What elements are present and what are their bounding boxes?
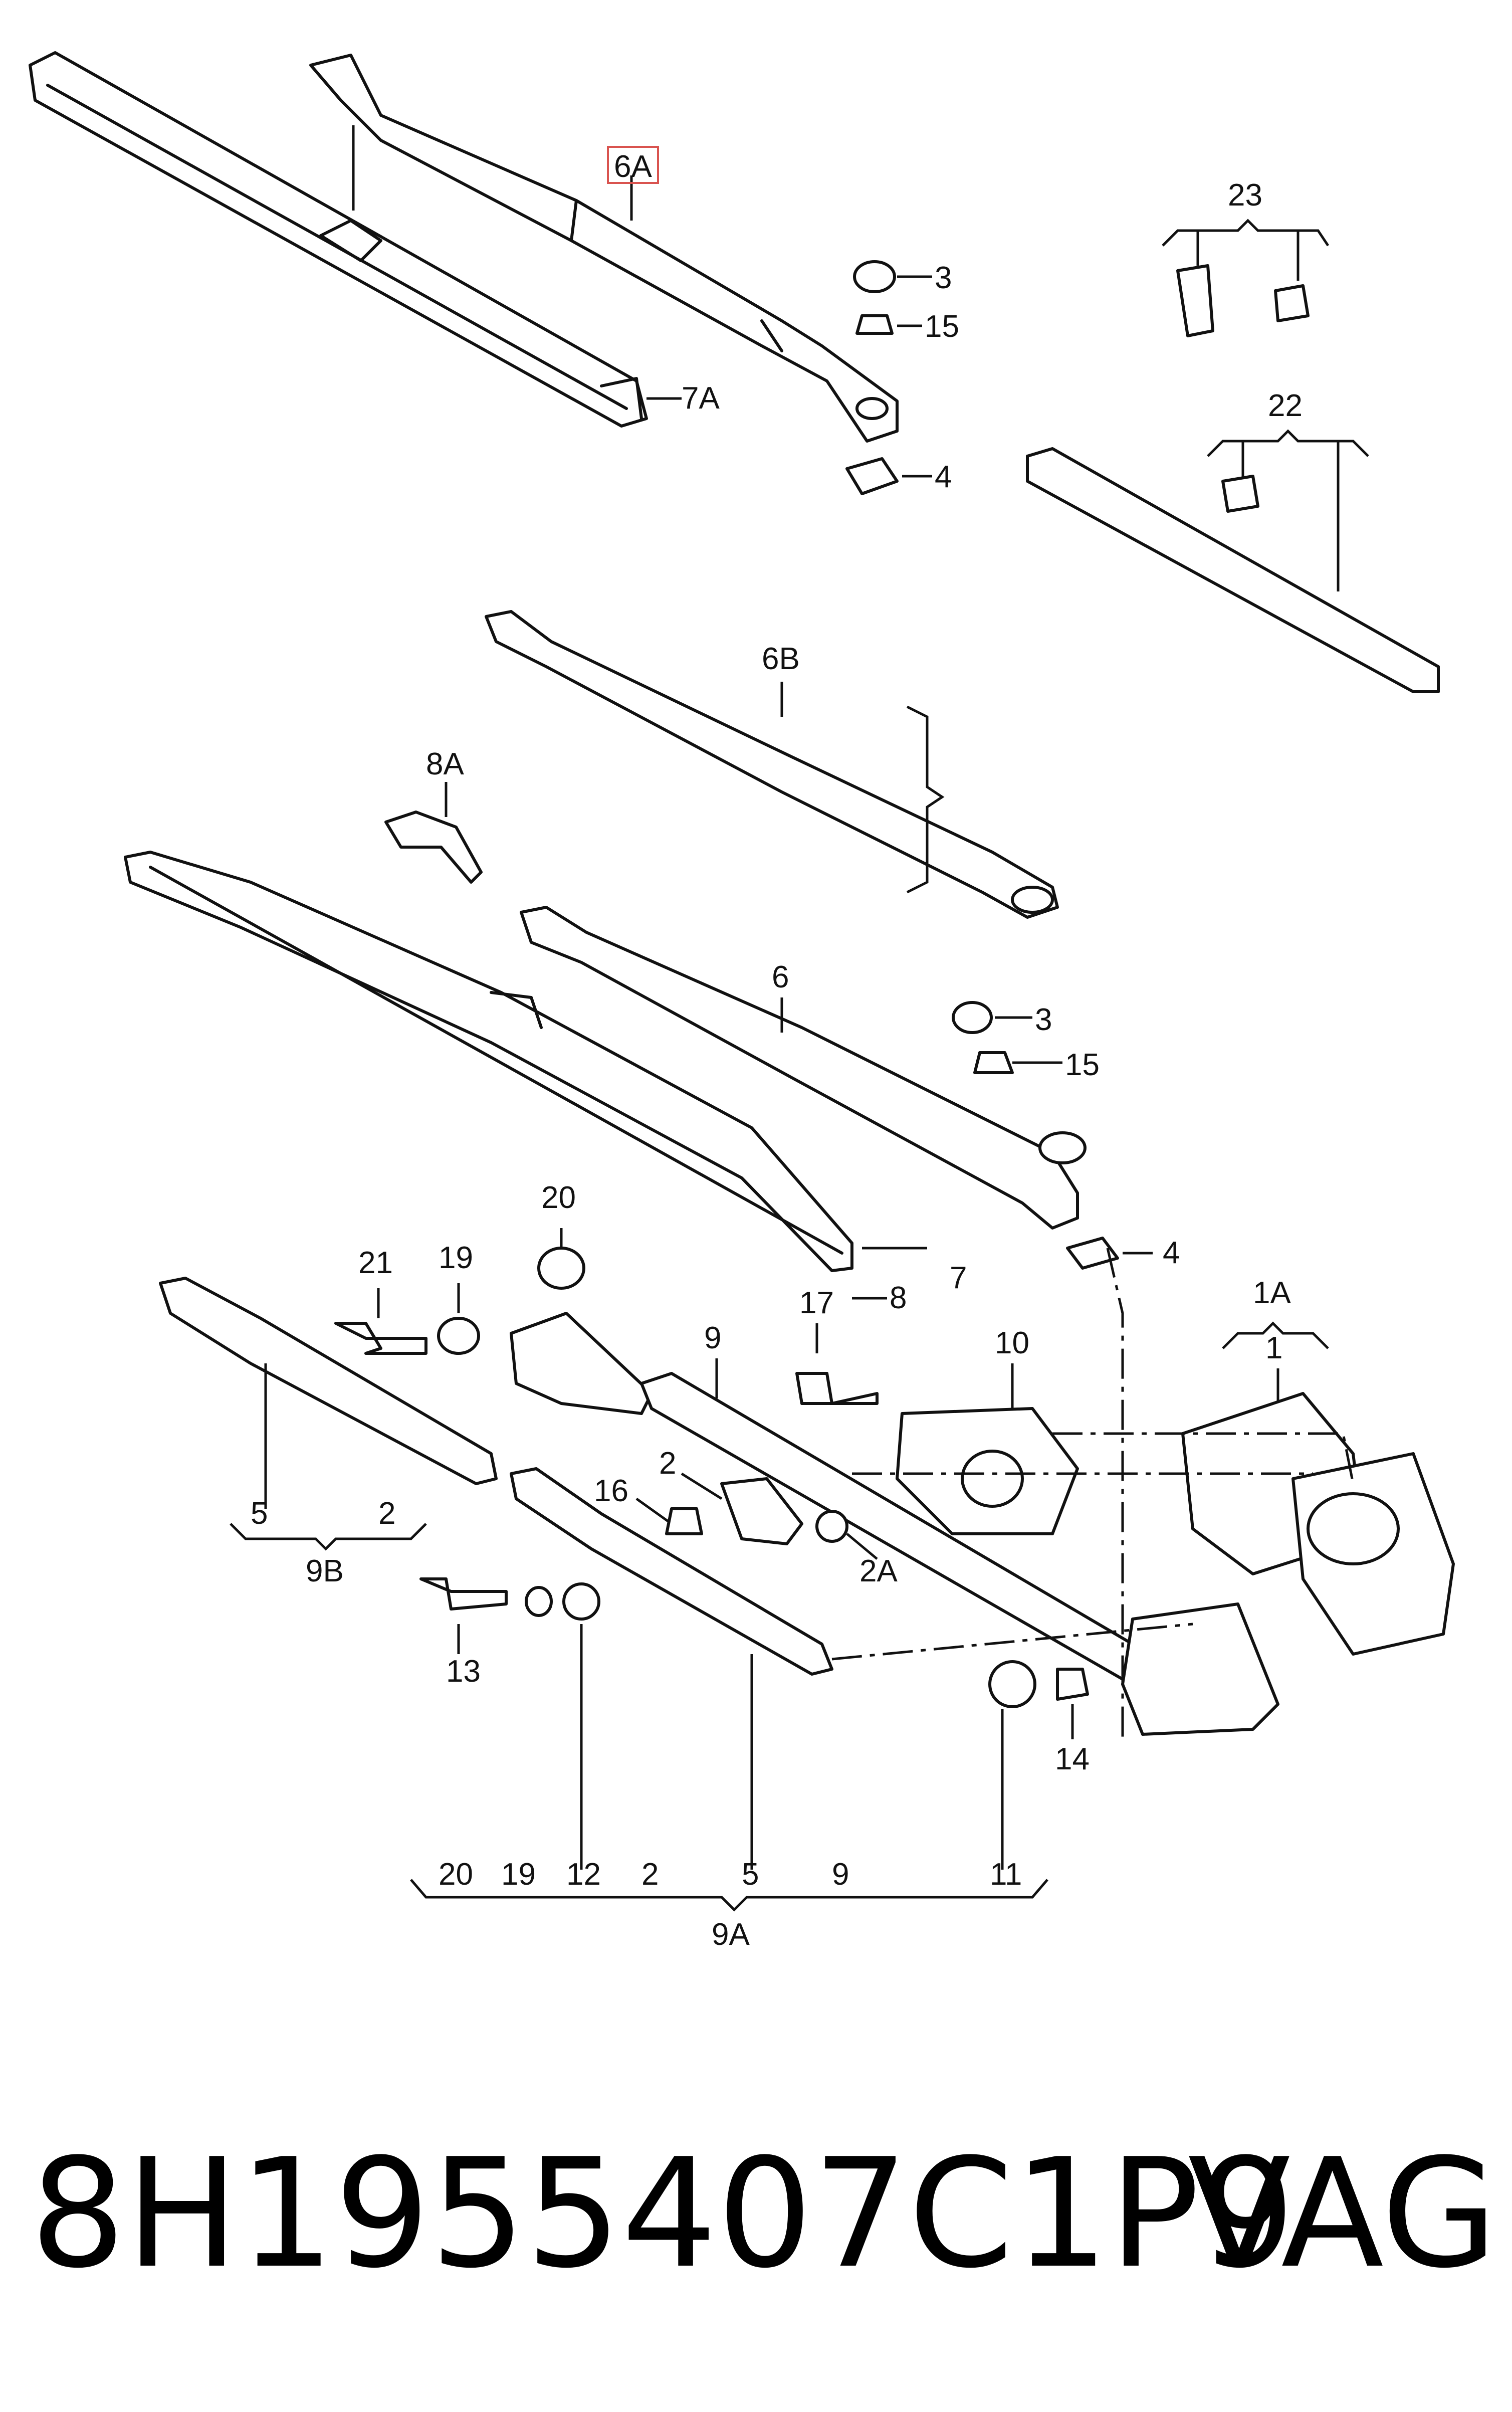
bolt-13 <box>419 1577 508 1611</box>
clip-23b <box>1274 284 1310 322</box>
cap-3-lower <box>952 1001 993 1034</box>
wiper-motor-1 <box>1181 1392 1455 1656</box>
nut-14 <box>1056 1668 1089 1701</box>
washer-4-top <box>845 457 899 495</box>
callout-16: 16 <box>594 1474 628 1508</box>
bushing-19 <box>437 1317 480 1355</box>
washer-19-lower <box>525 1586 553 1617</box>
ball-joint-2 <box>720 1477 803 1545</box>
crank-right <box>1121 1602 1279 1736</box>
nut-15-lower <box>973 1051 1014 1074</box>
bolt-17 <box>795 1372 879 1405</box>
clip-23a <box>1176 264 1214 337</box>
callout-10: 10 <box>995 1326 1029 1360</box>
highlight-box-6a <box>607 146 659 184</box>
callout-9b: 9B <box>306 1554 344 1588</box>
wiper-arm-6b <box>485 610 1059 919</box>
callout-8: 8 <box>890 1281 907 1315</box>
bushing-2a <box>815 1510 848 1543</box>
callout-23: 23 <box>1228 178 1262 213</box>
bushing-20 <box>537 1247 585 1290</box>
link-rod-5-lower <box>510 1467 833 1676</box>
callout-20: 20 <box>541 1180 576 1215</box>
callout-21: 21 <box>358 1246 393 1280</box>
callout-7: 7 <box>950 1261 967 1295</box>
callout-13: 13 <box>446 1654 481 1689</box>
clip-8a <box>384 811 483 884</box>
callout-2: 2 <box>659 1446 676 1481</box>
group-9a-item-0: 20 <box>439 1857 473 1892</box>
group-9a-item-1: 19 <box>501 1857 536 1892</box>
callout-8a: 8A <box>426 747 464 781</box>
callout-4-lower: 4 <box>1163 1236 1180 1270</box>
group-9a-item-6: 11 <box>990 1857 1022 1892</box>
callout-4-top: 4 <box>935 460 952 494</box>
callout-9a: 9A <box>712 1917 750 1952</box>
crank-bracket <box>510 1312 653 1415</box>
callout-22: 22 <box>1268 388 1303 423</box>
callout-3-top: 3 <box>935 261 952 295</box>
clip-22 <box>1221 475 1259 513</box>
group-9a-item-4: 5 <box>742 1857 759 1892</box>
callout-6a: 6A <box>614 149 652 184</box>
brand-label: VAG <box>1188 2126 1497 2301</box>
callout-6b: 6B <box>762 642 800 676</box>
wiper-blade-7 <box>124 851 853 1272</box>
wiper-blade-7a <box>29 51 648 428</box>
callout-19: 19 <box>439 1241 473 1275</box>
group-9a-item-2: 12 <box>566 1857 601 1892</box>
callout-14: 14 <box>1055 1742 1090 1776</box>
bolt-21 <box>334 1322 427 1355</box>
linkage-tube-9 <box>640 1372 1144 1681</box>
link-rod-5-upper <box>159 1277 498 1485</box>
trim-strip-22 <box>1026 447 1440 693</box>
callout-3-lower: 3 <box>1035 1002 1052 1037</box>
callout-5-9b: 5 <box>251 1496 268 1531</box>
bushing-11 <box>988 1660 1036 1708</box>
washer-4-lower <box>1066 1237 1119 1270</box>
callout-15-lower: 15 <box>1065 1048 1100 1082</box>
callout-9: 9 <box>704 1321 721 1355</box>
callout-2a: 2A <box>859 1554 898 1588</box>
nut-15-top <box>855 314 894 335</box>
group-9a-item-3: 2 <box>641 1857 659 1892</box>
nut-16 <box>665 1507 703 1535</box>
wiper-arm-6 <box>520 906 1087 1230</box>
cap-3-top <box>853 260 896 293</box>
callout-1a: 1A <box>1253 1276 1291 1310</box>
bushing-12 <box>562 1582 600 1621</box>
callout-6: 6 <box>772 960 789 994</box>
callout-17: 17 <box>799 1286 834 1320</box>
callout-7a: 7A <box>682 381 720 416</box>
callout-2-9b: 2 <box>378 1496 395 1531</box>
group-9a-item-5: 9 <box>832 1857 849 1892</box>
wiper-arm-6a <box>309 54 899 443</box>
callout-1: 1 <box>1265 1331 1282 1365</box>
callout-15-top: 15 <box>925 309 959 344</box>
part-number: 8H1955407C1P9 <box>30 2126 1295 2301</box>
